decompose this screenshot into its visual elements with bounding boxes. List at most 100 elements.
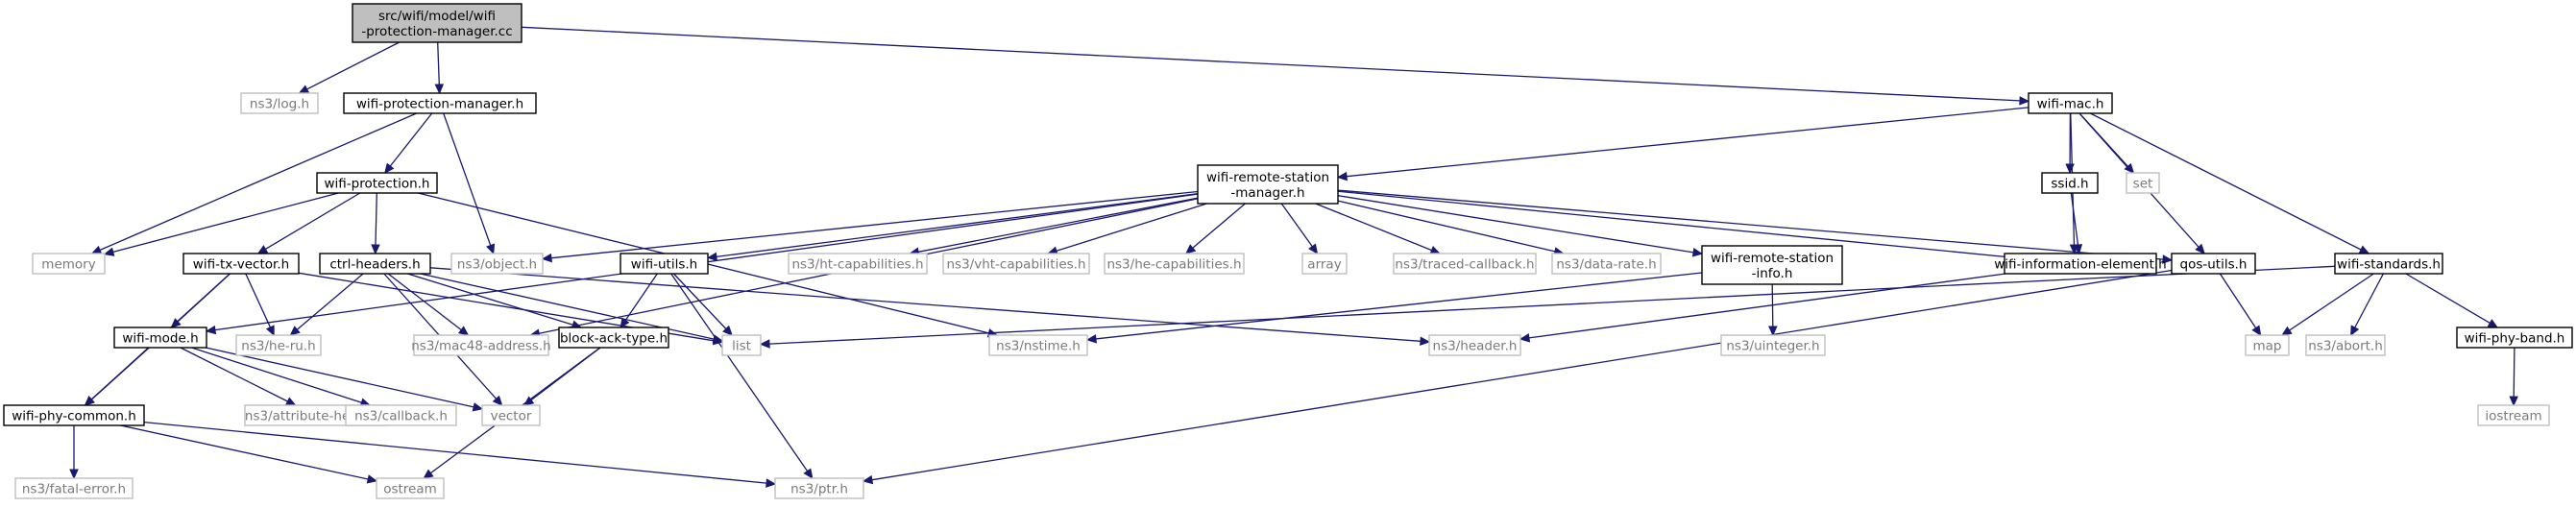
edge-line xyxy=(407,273,573,326)
node-wprot[interactable]: wifi-protection.h xyxy=(316,172,438,194)
arrowhead-icon xyxy=(1768,326,1778,337)
edge-line xyxy=(120,424,369,480)
edge-wrsi-to-uint xyxy=(1768,283,1778,337)
node-label: block-ack-type.h xyxy=(560,331,668,347)
node-label: ns3/mac48-address.h xyxy=(411,339,551,354)
node-label: ns3/he-capabilities.h xyxy=(1106,257,1241,273)
node-box xyxy=(343,92,537,114)
arrowhead-icon xyxy=(2358,245,2370,254)
arrowhead-icon xyxy=(1336,171,1348,181)
node-wstd[interactable]: wifi-standards.h xyxy=(2334,253,2443,275)
node-ssid[interactable]: ssid.h xyxy=(2041,172,2099,194)
node-label: ns3/data-rate.h xyxy=(1556,257,1656,273)
node-label: wifi-mac.h xyxy=(2037,97,2104,112)
node-ostream: ostream xyxy=(376,477,445,499)
node-abort: ns3/abort.h xyxy=(2305,334,2386,356)
node-box xyxy=(1393,253,1537,275)
edge-line xyxy=(1337,195,1694,254)
edge-wprot-to-memory xyxy=(103,192,339,256)
node-wie[interactable]: wifi-information-element.h xyxy=(1994,253,2167,275)
node-wtxv[interactable]: wifi-tx-vector.h xyxy=(182,253,300,275)
edge-line xyxy=(2513,347,2515,398)
edge-line xyxy=(1280,203,1313,248)
edge-qos-to-map xyxy=(2219,273,2262,337)
arrowhead-icon xyxy=(1519,333,1531,343)
node-map: map xyxy=(2245,334,2290,356)
edge-line xyxy=(296,273,364,330)
node-qos[interactable]: qos-utils.h xyxy=(2171,253,2256,275)
node-wpm[interactable]: wifi-protection-manager.h xyxy=(343,92,537,114)
node-wmode[interactable]: wifi-mode.h xyxy=(113,327,207,349)
node-box xyxy=(942,253,1090,275)
node-box xyxy=(1551,253,1662,275)
node-wutils[interactable]: wifi-utils.h xyxy=(620,253,709,275)
node-ctrl[interactable]: ctrl-headers.h xyxy=(319,253,431,275)
node-list: list xyxy=(721,334,762,356)
arrowhead-icon xyxy=(84,396,95,406)
arrowhead-icon xyxy=(205,325,217,335)
node-wpb[interactable]: wifi-phy-band.h xyxy=(2456,327,2573,349)
arrowhead-icon xyxy=(289,326,301,336)
node-wrsm[interactable]: wifi-remote-station-manager.h xyxy=(1197,164,1339,205)
edge-wrsm-to-qos xyxy=(1337,189,2174,264)
node-wmac[interactable]: wifi-mac.h xyxy=(2028,92,2113,114)
edge-line xyxy=(1346,107,2029,178)
edge-wpc-to-ostream xyxy=(120,424,378,484)
edge-root-to-wpm xyxy=(434,41,445,95)
edge-wmac-to-wrsm xyxy=(1336,107,2029,181)
edge-wprot-to-ctrl xyxy=(371,192,380,255)
node-label: ns3/vht-capabilities.h xyxy=(946,257,1085,273)
node-label: ns3/abort.h xyxy=(2308,339,2383,354)
edge-root-to-log xyxy=(298,41,400,94)
node-label: wifi-protection.h xyxy=(325,177,430,192)
node-log: ns3/log.h xyxy=(240,92,319,114)
node-bat[interactable]: block-ack-type.h xyxy=(558,327,669,349)
arrowhead-icon xyxy=(90,245,103,254)
edge-line xyxy=(1337,200,1556,253)
edge-line xyxy=(2354,273,2384,328)
node-box xyxy=(376,477,445,499)
arrowhead-icon xyxy=(541,253,552,263)
node-root[interactable]: src/wifi/model/wifi-protection-manager.c… xyxy=(352,3,522,43)
node-label: ns3/log.h xyxy=(250,97,309,112)
node-label: ns3/ptr.h xyxy=(790,482,848,497)
node-wrsi[interactable]: wifi-remote-station-info.h xyxy=(1701,245,1843,285)
edge-wpm-to-object xyxy=(443,112,496,255)
node-box xyxy=(113,327,207,349)
edge-line xyxy=(2405,273,2491,324)
arrowhead-icon xyxy=(2073,244,2083,255)
node-label: wifi-phy-common.h xyxy=(12,409,136,424)
node-box xyxy=(2305,334,2386,356)
edge-layer xyxy=(69,26,2518,488)
node-wpc[interactable]: wifi-phy-common.h xyxy=(3,404,145,426)
node-label: -manager.h xyxy=(1230,185,1304,201)
arrowhead-icon xyxy=(472,402,484,412)
node-label: -protection-manager.cc xyxy=(361,24,512,39)
node-label: wifi-tx-vector.h xyxy=(193,257,289,273)
edge-line xyxy=(1192,203,1246,249)
node-label: wifi-phy-band.h xyxy=(2465,331,2565,347)
arrowhead-icon xyxy=(1691,248,1704,257)
edge-line xyxy=(1315,203,1432,252)
node-box xyxy=(1428,334,1521,356)
node-label: set xyxy=(2133,177,2153,192)
node-box xyxy=(413,334,549,356)
node-box xyxy=(14,477,134,499)
node-box xyxy=(2004,253,2157,275)
node-box xyxy=(316,172,438,194)
arrowhead-icon xyxy=(2195,243,2205,254)
edge-line xyxy=(2090,112,2362,251)
node-label: ns3/fatal-error.h xyxy=(22,482,126,497)
node-label: memory xyxy=(41,257,95,273)
arrowhead-icon xyxy=(103,247,115,256)
node-box xyxy=(558,327,669,349)
edge-line xyxy=(1056,203,1207,252)
edge-ctrl-to-header xyxy=(429,267,1431,347)
edge-ssid-to-wie xyxy=(2070,192,2083,255)
node-object: ns3/object.h xyxy=(450,253,544,275)
node-array: array xyxy=(1301,253,1348,275)
node-box xyxy=(2456,327,2573,349)
arrowhead-icon xyxy=(1420,336,1431,347)
edge-line xyxy=(624,273,658,321)
arrowhead-icon xyxy=(492,395,503,406)
